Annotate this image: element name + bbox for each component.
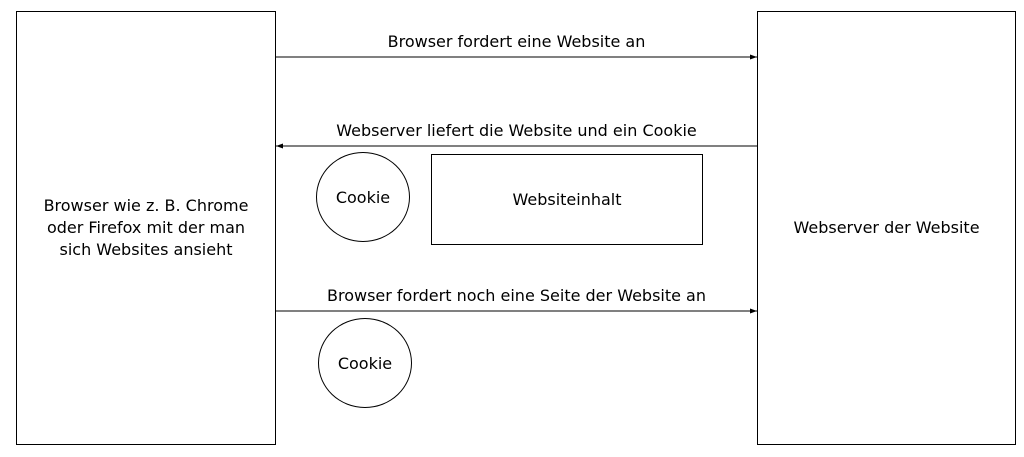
- server-box: Webserver der Website: [757, 11, 1016, 445]
- cookie-response-circle: Cookie: [316, 152, 410, 242]
- browser-box: Browser wie z. B. Chrome oder Firefox mi…: [16, 11, 276, 445]
- website-content-box: Websiteinhalt: [431, 154, 703, 245]
- cookie-request-label: Cookie: [337, 353, 393, 373]
- website-content-label: Websiteinhalt: [512, 190, 622, 209]
- response-arrow-label: Webserver liefert die Website und ein Co…: [336, 121, 697, 140]
- second-request-arrow-label: Browser fordert noch eine Seite der Webs…: [326, 286, 706, 305]
- request-arrow-label: Browser fordert eine Website an: [387, 32, 646, 51]
- server-box-label: Webserver der Website: [793, 218, 980, 237]
- cookie-request-circle: Cookie: [318, 318, 412, 408]
- browser-box-label: Browser wie z. B. Chrome oder Firefox mi…: [43, 196, 249, 259]
- cookie-response-label: Cookie: [335, 187, 391, 207]
